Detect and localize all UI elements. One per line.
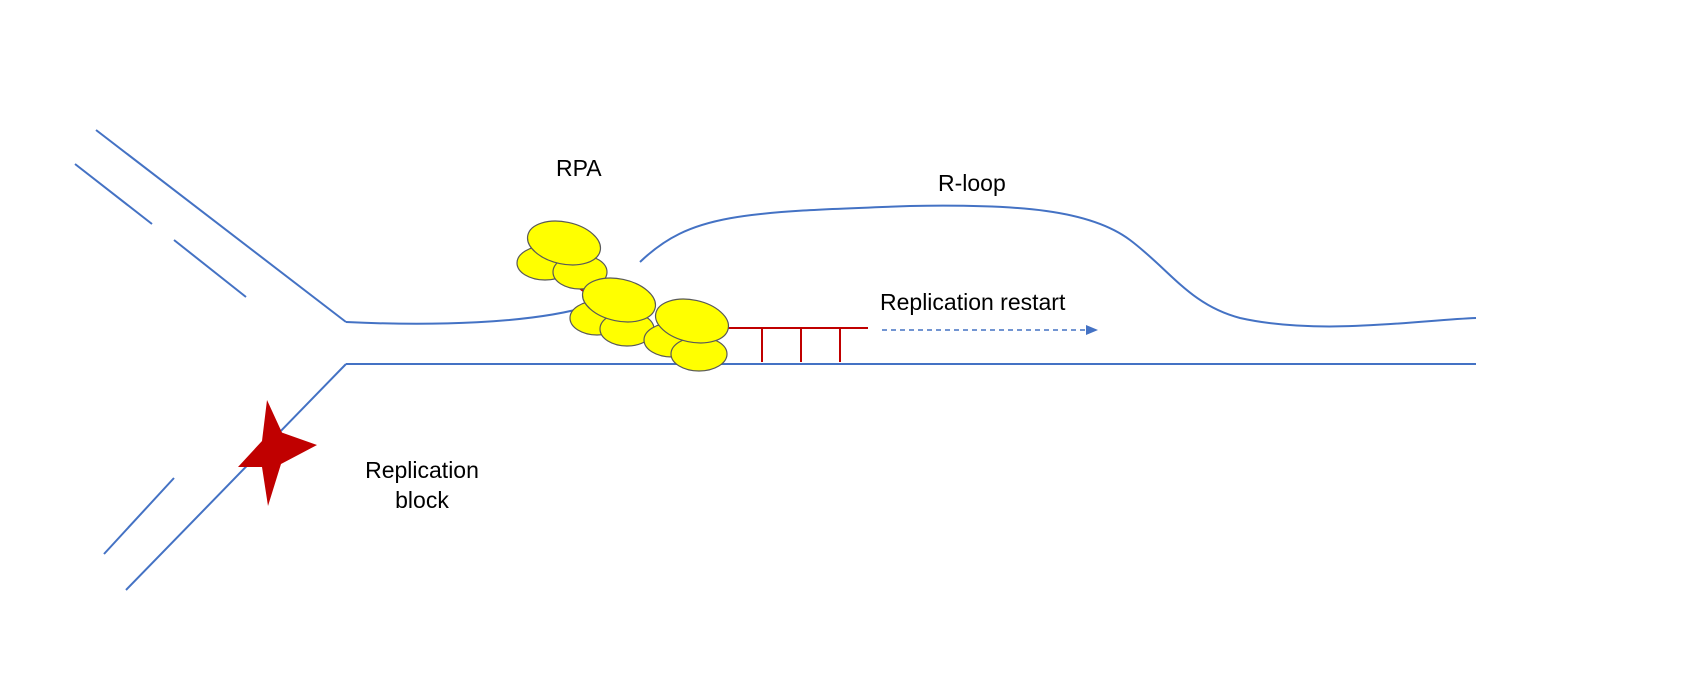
rpa-complex-1	[516, 220, 608, 290]
replication-block-label-line1: Replication	[365, 457, 479, 483]
rpa-complex-3	[643, 298, 730, 372]
upper-parental-strand-arm	[95, 129, 347, 323]
upper-strand-to-rpa	[345, 305, 591, 325]
rpa-subunit	[654, 298, 730, 344]
replication-block-star-icon	[238, 400, 317, 506]
rpa-subunit	[581, 277, 657, 323]
rpa-subunit	[526, 220, 602, 266]
lower-parental-strand-arm	[125, 363, 347, 591]
rpa-label: RPA	[556, 155, 602, 181]
replication-restart-label: Replication restart	[880, 289, 1066, 315]
replication-block-label: Replication block	[350, 455, 494, 515]
upper-nascent-strand-segment-2	[173, 239, 247, 298]
replication-block-label-line2: block	[395, 487, 449, 513]
rpa-complex-2	[569, 277, 657, 347]
upper-nascent-strand-segment-1	[74, 163, 153, 225]
r-loop-displaced-strand	[639, 204, 1477, 328]
lower-nascent-strand	[103, 477, 175, 555]
r-loop-label: R-loop	[938, 170, 1006, 196]
